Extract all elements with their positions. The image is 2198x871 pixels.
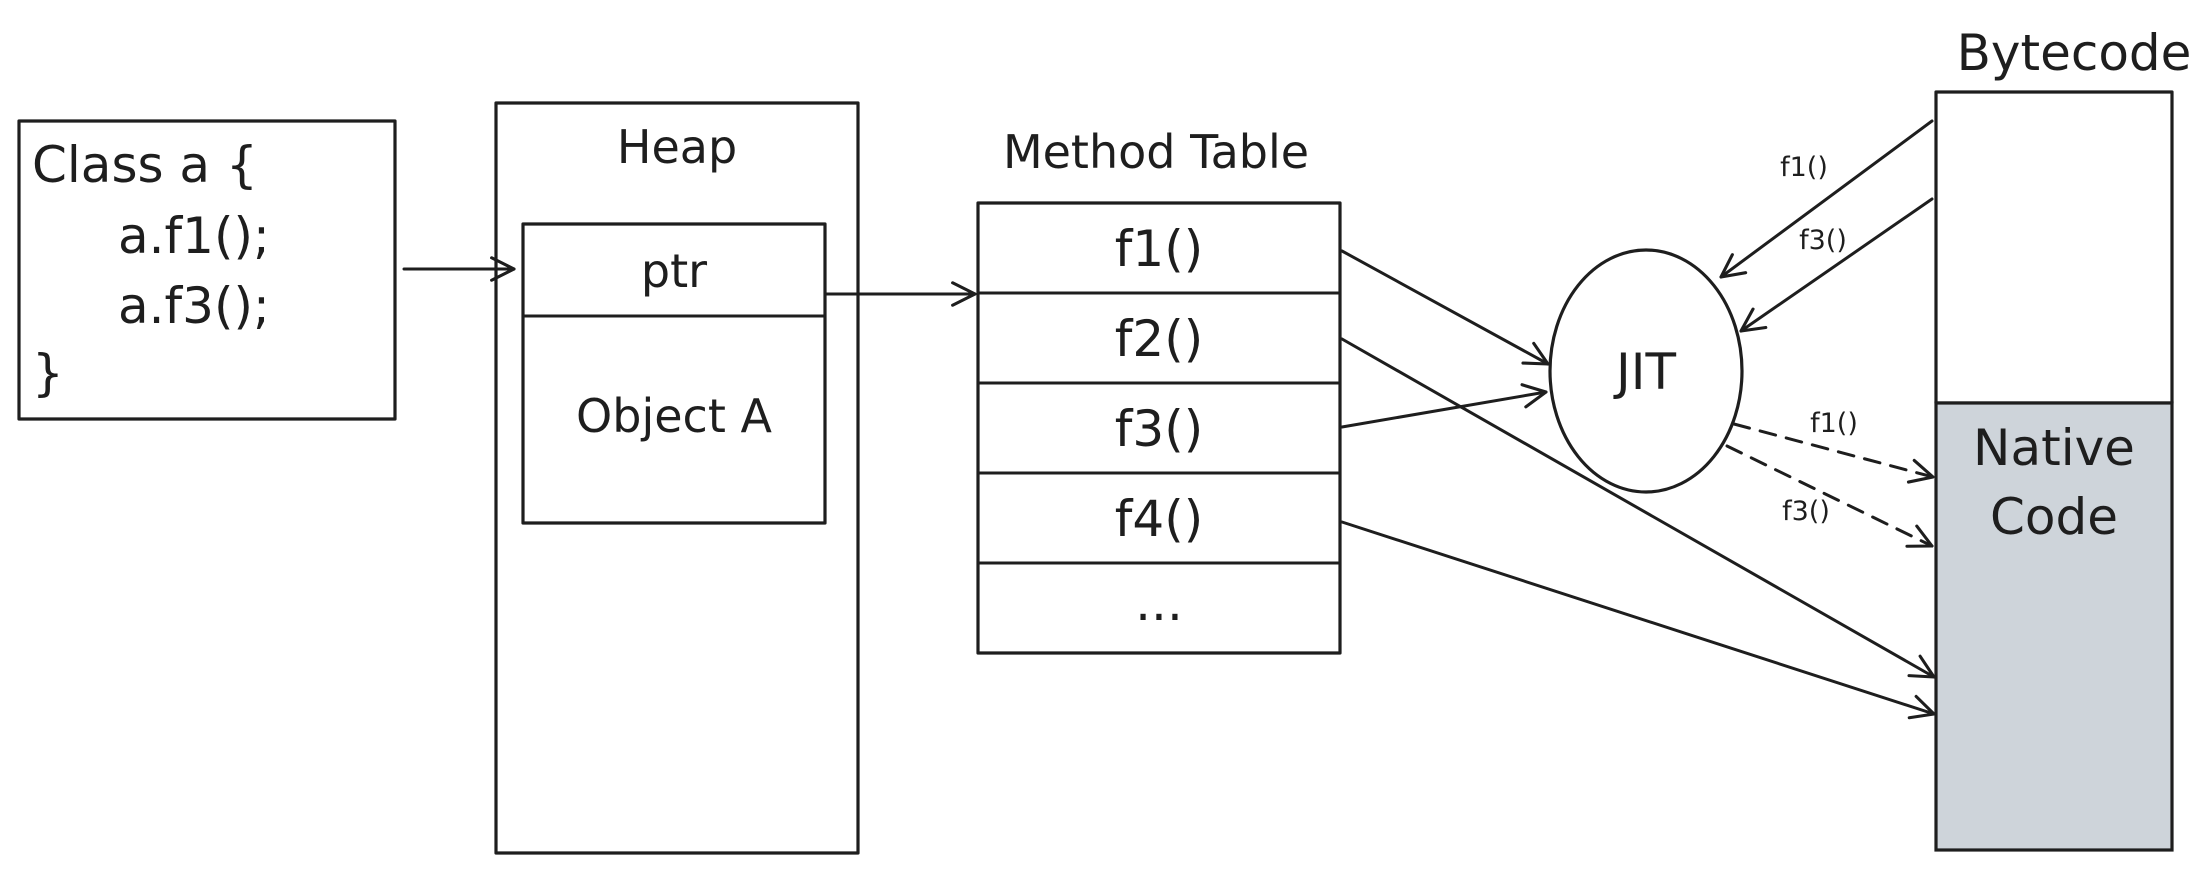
- bytecode-f1-to-jit-arrow: [1719, 119, 1934, 279]
- jit-f1-to-native-arrow: [1732, 422, 1935, 484]
- jit-label: JIT: [1613, 343, 1676, 401]
- native-edge-label-f1: f1(): [1810, 408, 1858, 439]
- heap-region: Heap ptr Object A: [494, 101, 860, 855]
- method-row-f4: f4(): [1115, 490, 1203, 548]
- native-edge-label-f3: f3(): [1782, 496, 1830, 527]
- f2-to-native-arrow: [1340, 337, 1936, 679]
- code-store: Bytecode Native Code: [1934, 24, 2192, 852]
- object-a: ptr Object A: [521, 222, 827, 525]
- object-label: Object A: [576, 389, 772, 443]
- class-box-border: [17, 119, 397, 421]
- bytecode-edge-label-f1: f1(): [1780, 152, 1828, 183]
- method-row-f1: f1(): [1115, 220, 1203, 278]
- f4-to-native-arrow: [1340, 520, 1936, 720]
- method-table: Method Table f1() f2() f3() f4() ...: [976, 125, 1342, 655]
- f3-to-jit-arrow: [1340, 383, 1548, 429]
- ptr-field: ptr: [641, 244, 707, 298]
- f1-to-jit-arrow: [1340, 249, 1550, 366]
- bytecode-title: Bytecode: [1957, 24, 2192, 82]
- class-line-4: }: [32, 344, 64, 402]
- jit-f3-to-native-arrow: [1725, 444, 1934, 548]
- bytecode-f3-to-jit-arrow: [1739, 197, 1934, 333]
- method-row-f2: f2(): [1115, 310, 1203, 368]
- class-line-3: a.f3();: [118, 277, 270, 335]
- method-table-border: [976, 201, 1342, 655]
- jit-node: JIT: [1548, 248, 1744, 494]
- class-line-1: Class a {: [32, 136, 258, 194]
- object-border: [521, 222, 827, 525]
- native-code-section: [1934, 401, 2174, 852]
- native-code-label-line-1: Native: [1973, 419, 2135, 477]
- bytecode-section: [1934, 90, 2174, 405]
- jit-ellipse: [1548, 248, 1744, 494]
- heap-title: Heap: [617, 120, 737, 174]
- method-row-more: ...: [1135, 574, 1183, 632]
- method-table-title: Method Table: [1003, 125, 1309, 179]
- native-code-label-line-2: Code: [1990, 488, 2118, 546]
- method-row-f3: f3(): [1115, 400, 1203, 458]
- class-line-2: a.f1();: [118, 207, 270, 265]
- heap-border: [494, 101, 860, 855]
- class-definition-box: Class a { a.f1(); a.f3(); }: [17, 119, 397, 421]
- bytecode-edge-label-f3: f3(): [1799, 225, 1847, 256]
